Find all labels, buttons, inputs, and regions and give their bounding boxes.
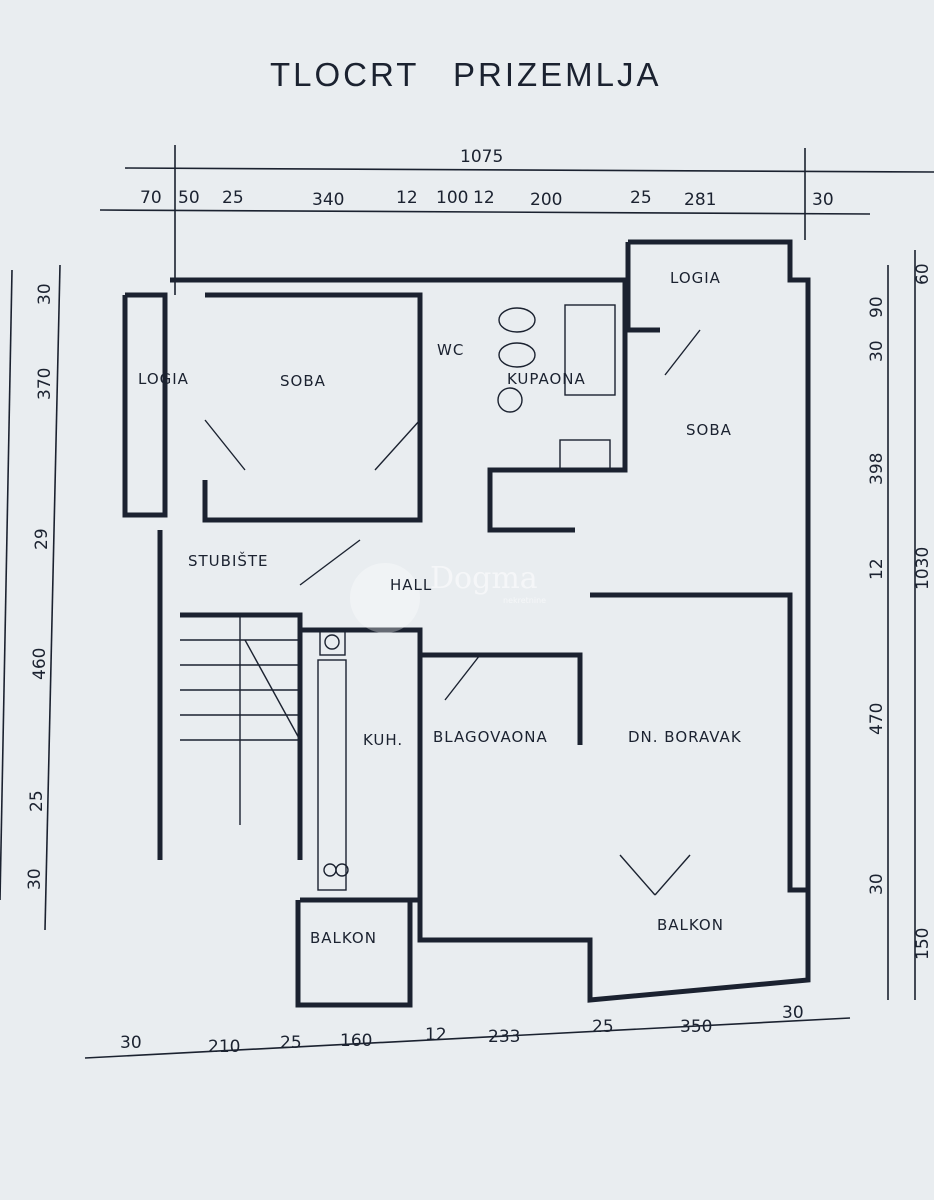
room-labels: LOGIA SOBA WC KUPAONA LOGIA SOBA STUBIŠT… bbox=[138, 269, 742, 947]
dim: 12 bbox=[473, 188, 495, 208]
dim: 1030 bbox=[913, 547, 933, 590]
dim: 370 bbox=[35, 368, 55, 400]
walls bbox=[122, 239, 811, 1008]
dim: 30 bbox=[120, 1033, 142, 1053]
dim: 30 bbox=[812, 190, 834, 210]
dim: 70 bbox=[140, 188, 162, 208]
room-label: KUPAONA bbox=[507, 370, 586, 388]
room-label: KUH. bbox=[363, 731, 403, 749]
dim: 200 bbox=[530, 190, 562, 210]
dim: 281 bbox=[684, 190, 716, 210]
dim: 233 bbox=[488, 1027, 520, 1047]
room-label: BALKON bbox=[310, 929, 377, 947]
dim: 12 bbox=[396, 188, 418, 208]
dim: 340 bbox=[312, 190, 344, 210]
dim: 12 bbox=[425, 1025, 447, 1045]
dim: 30 bbox=[867, 340, 887, 362]
room-label: SOBA bbox=[686, 421, 732, 439]
dim: 350 bbox=[680, 1017, 712, 1037]
dim: 460 bbox=[30, 648, 50, 680]
room-label: WC bbox=[437, 341, 464, 359]
dim: 29 bbox=[32, 528, 52, 550]
dim: 25 bbox=[592, 1017, 614, 1037]
watermark-subtitle: nekretnine bbox=[503, 596, 546, 605]
dim: 398 bbox=[867, 453, 887, 485]
room-label: LOGIA bbox=[670, 269, 721, 287]
dim: 30 bbox=[35, 283, 55, 305]
dim: 100 bbox=[436, 188, 468, 208]
dims-bottom: 30 210 25 160 12 233 25 350 30 bbox=[120, 1003, 804, 1057]
dim-top-total: 1075 bbox=[460, 147, 503, 167]
room-label: BALKON bbox=[657, 916, 724, 934]
dim: 30 bbox=[867, 873, 887, 895]
dim: 25 bbox=[222, 188, 244, 208]
dim: 90 bbox=[867, 296, 887, 318]
room-label: DN. BORAVAK bbox=[628, 728, 742, 746]
room-label: STUBIŠTE bbox=[188, 551, 269, 570]
dims-top: 70 50 25 340 12 100 12 200 25 281 30 bbox=[140, 188, 834, 210]
plan-title: TLOCRT PRIZEMLJA bbox=[270, 56, 662, 93]
dim: 210 bbox=[208, 1037, 240, 1057]
dim: 150 bbox=[913, 928, 933, 960]
dim: 30 bbox=[782, 1003, 804, 1023]
dim: 30 bbox=[25, 868, 45, 890]
dim: 470 bbox=[867, 703, 887, 735]
room-label: HALL bbox=[390, 576, 432, 594]
dim: 160 bbox=[340, 1031, 372, 1051]
room-label: LOGIA bbox=[138, 370, 189, 388]
dim: 25 bbox=[27, 790, 47, 812]
dim: 25 bbox=[630, 188, 652, 208]
dims-right: 60 90 30 398 12 470 30 150 1030 bbox=[867, 263, 933, 960]
dimension-lines bbox=[0, 145, 934, 1059]
dim: 25 bbox=[280, 1033, 302, 1053]
room-label: BLAGOVAONA bbox=[433, 728, 548, 746]
watermark-brand: Dogma bbox=[430, 561, 538, 596]
dim: 60 bbox=[913, 263, 933, 285]
room-label: SOBA bbox=[280, 372, 326, 390]
dims-left: 30 370 29 460 25 30 bbox=[25, 283, 55, 890]
dim: 12 bbox=[867, 558, 887, 580]
dim: 50 bbox=[178, 188, 200, 208]
fixtures bbox=[180, 304, 701, 896]
watermark-logo: Dogma nekretnine bbox=[350, 561, 546, 633]
